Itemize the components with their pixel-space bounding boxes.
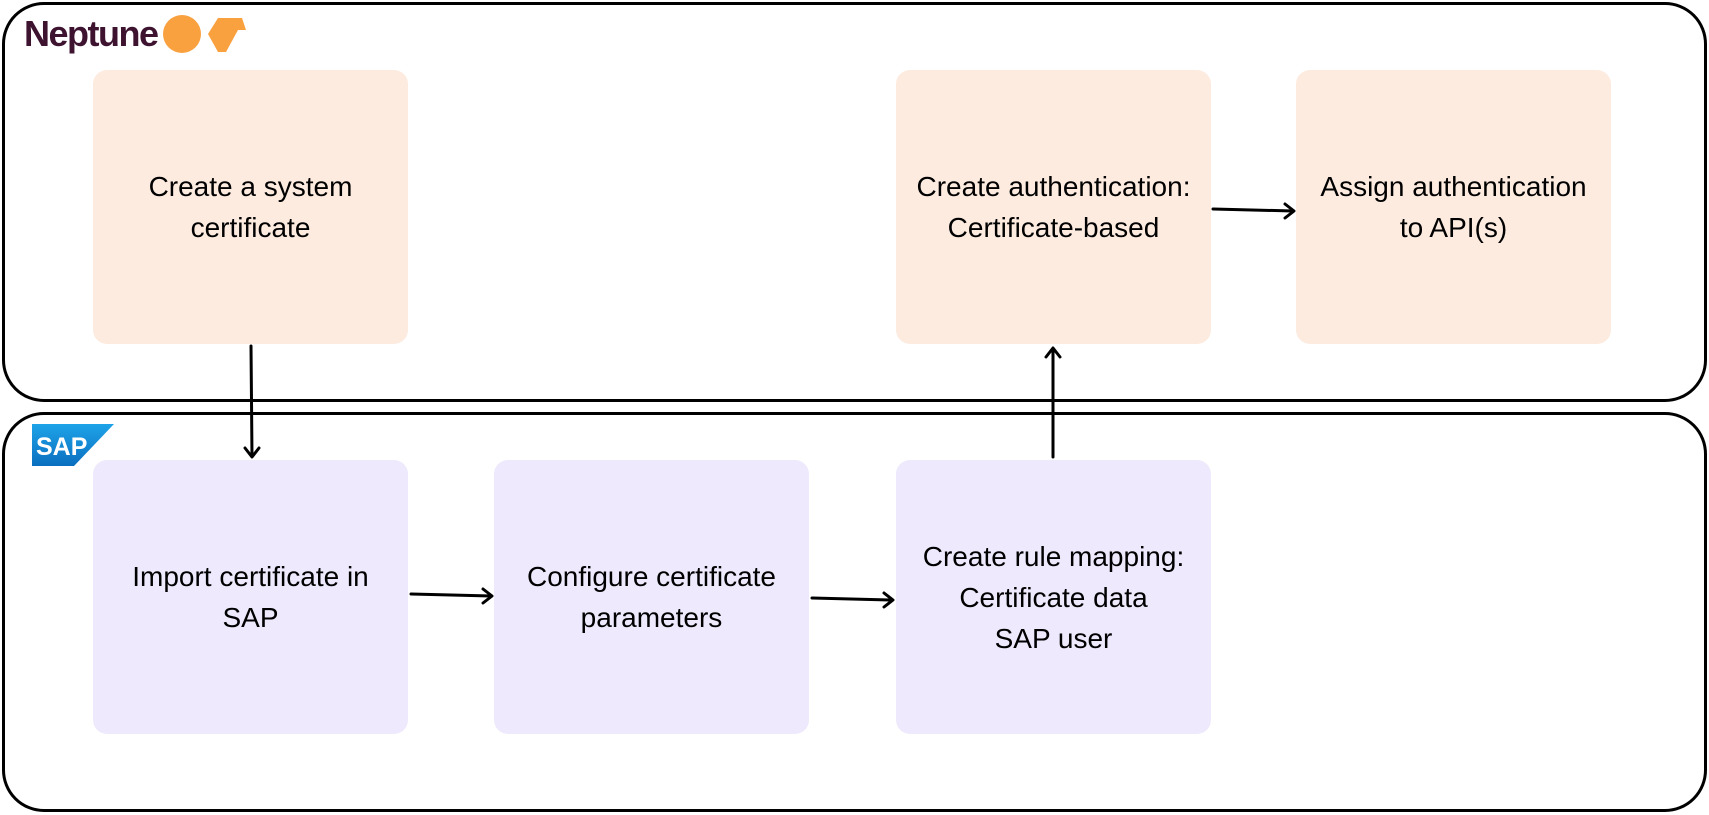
neptune-logo-text: Neptune: [24, 13, 159, 54]
neptune-shapes-icon: [162, 15, 246, 53]
node-label: Create authentication: Certificate-based: [916, 171, 1191, 243]
node-label: Create rule mapping: Certificate data SA…: [922, 540, 1185, 654]
node-create-rule-mapping: Create rule mapping: Certificate data SA…: [896, 460, 1211, 734]
node-label: Assign authentication to API(s): [1320, 171, 1587, 243]
node-label: Import certificate in SAP: [132, 561, 369, 633]
neptune-logo: Neptune: [24, 12, 246, 56]
sap-logo-icon: SAP: [32, 424, 114, 466]
node-create-system-certificate: Create a system certificate: [93, 70, 408, 344]
node-label: Create a system certificate: [148, 171, 353, 243]
node-assign-authentication: Assign authentication to API(s): [1296, 70, 1611, 344]
node-import-certificate: Import certificate in SAP: [93, 460, 408, 734]
node-label: Configure certificate parameters: [526, 561, 776, 633]
sap-logo-text: SAP: [36, 433, 87, 461]
node-configure-parameters: Configure certificate parameters: [494, 460, 809, 734]
node-create-authentication: Create authentication: Certificate-based: [896, 70, 1211, 344]
